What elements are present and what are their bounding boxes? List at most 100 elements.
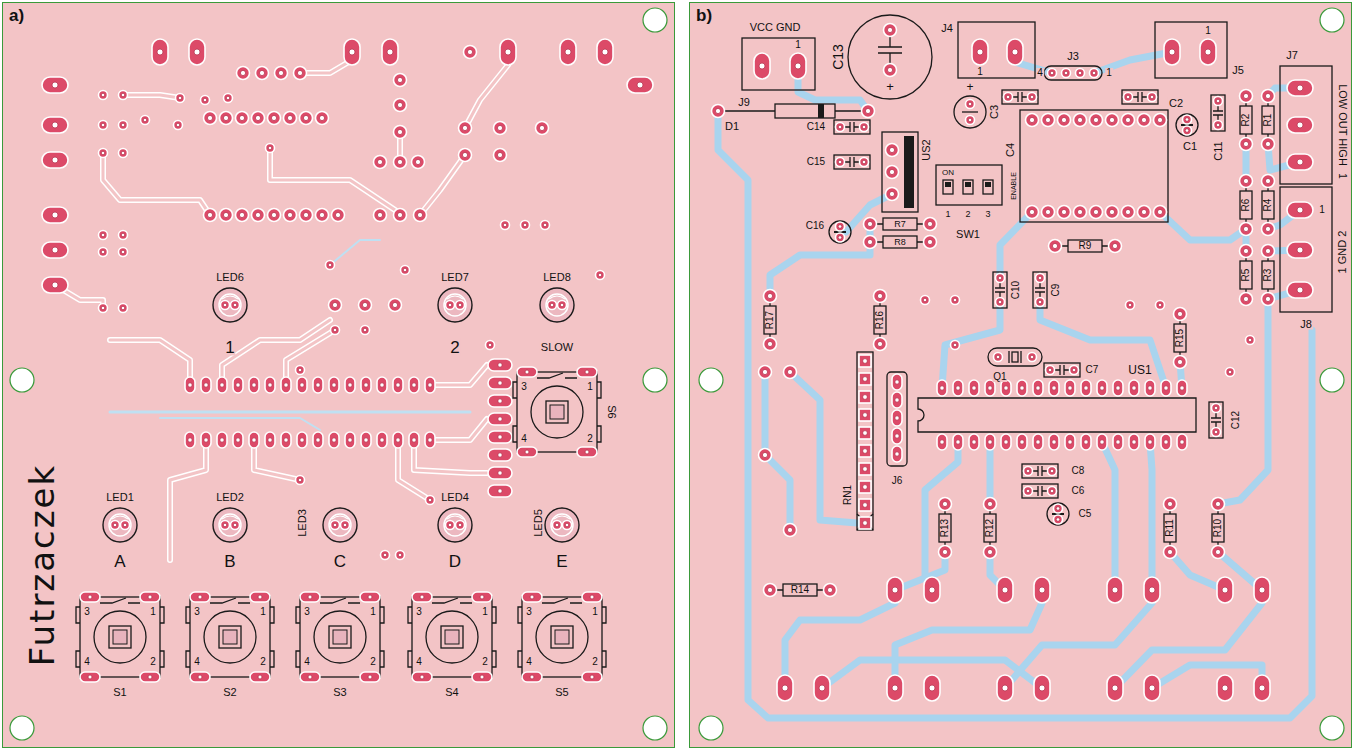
silkscreen-label: 1	[259, 607, 267, 617]
silkscreen-label: 1	[369, 607, 377, 617]
silkscreen-label: R3	[1263, 268, 1273, 283]
silkscreen-label: LED7	[440, 272, 470, 283]
silkscreen-label: 4	[415, 657, 423, 667]
silkscreen-label: C14	[806, 122, 826, 132]
silkscreen-label: C3	[989, 104, 1000, 120]
silkscreen-label: 1	[794, 40, 802, 50]
silkscreen-label: 1	[976, 67, 984, 77]
silkscreen-label: B	[223, 553, 236, 570]
silkscreen-label: 3	[525, 607, 533, 617]
silkscreen-label: R17	[765, 310, 775, 330]
silkscreen-label: R10	[1213, 518, 1223, 538]
silkscreen-label: 1	[1337, 172, 1347, 180]
silkscreen-label: 2	[149, 657, 157, 667]
silkscreen-label: 4	[193, 657, 201, 667]
silkscreen-label: J7	[1285, 50, 1299, 61]
silkscreen-label: 3	[193, 607, 201, 617]
silkscreen-label: 3	[520, 382, 528, 392]
silkscreen-label: LED8	[542, 272, 572, 283]
silkscreen-label: C11	[1213, 140, 1224, 161]
silkscreen-label: S5	[554, 687, 569, 698]
silkscreen-label: R1	[1263, 113, 1273, 128]
silkscreen-label: R4	[1263, 198, 1273, 213]
silkscreen-label: S3	[332, 687, 347, 698]
silkscreen-label: 2	[369, 657, 377, 667]
silkscreen-label: R11	[1165, 518, 1175, 538]
silkscreen-label: D	[448, 553, 462, 570]
silkscreen-label: LED6	[215, 272, 245, 283]
silkscreen-label: 2	[964, 210, 971, 219]
silkscreen-label: J5	[1231, 65, 1245, 76]
silkscreen-label: S2	[222, 687, 237, 698]
silkscreen-label: LED1	[105, 492, 135, 503]
silkscreen-label: R13	[940, 518, 950, 538]
silkscreen-label: J3	[1066, 51, 1080, 62]
silkscreen-label: C6	[1071, 486, 1086, 496]
silkscreen-label: 1	[481, 607, 489, 617]
silkscreen-label: +	[885, 80, 895, 93]
silkscreen-label: C4	[1005, 142, 1016, 158]
silkscreen-label: 2	[259, 657, 267, 667]
silkscreen-label: C	[333, 553, 347, 570]
silkscreen-label: C7	[1085, 365, 1100, 375]
silkscreen-label: 1	[591, 607, 599, 617]
silkscreen-label: SLOW	[540, 342, 574, 353]
silkscreen-label: J4	[940, 23, 954, 34]
silkscreen-label: RN1	[843, 484, 853, 506]
silkscreen-label: 3	[83, 607, 91, 617]
silkscreen-label: +	[965, 81, 974, 93]
silkscreen-label: R12	[985, 518, 995, 538]
silkscreen-label: 1	[224, 339, 235, 356]
silkscreen-label: 4	[525, 657, 533, 667]
silkscreen-label: R15	[1175, 328, 1185, 348]
silkscreen-label: VCC GND	[749, 22, 802, 33]
silkscreen-label: LED3	[297, 508, 308, 538]
silkscreen-label: J6	[891, 476, 904, 486]
silkscreen-label: A	[113, 553, 126, 570]
silkscreen-label: Futrzaczek	[25, 463, 59, 667]
silkscreen-label: ON	[941, 169, 955, 177]
silkscreen-label: R6	[1241, 198, 1251, 213]
silkscreen-label: 4	[520, 434, 528, 444]
board-panel: b)	[689, 2, 1352, 748]
silkscreen-label: C12	[1231, 410, 1241, 430]
silkscreen-label: SW1	[955, 229, 981, 240]
panel-letter: a)	[9, 7, 24, 24]
silkscreen-label: 2	[481, 657, 489, 667]
silkscreen-label: LED5	[533, 508, 544, 538]
panel-letter: b)	[696, 7, 712, 24]
silkscreen-label: E	[555, 553, 568, 570]
silkscreen-label: 4	[303, 657, 311, 667]
silkscreen-label: 4	[1036, 68, 1044, 78]
silkscreen-label: LED2	[215, 492, 245, 503]
silkscreen-label: Q1	[992, 372, 1007, 382]
silkscreen-label: 2	[449, 339, 460, 356]
silkscreen-label: S6	[606, 404, 617, 419]
silkscreen-label: R5	[1241, 268, 1251, 283]
silkscreen-label: R8	[893, 238, 907, 247]
silkscreen-label: R16	[875, 310, 885, 330]
silkscreen-label: C16	[805, 221, 825, 231]
silkscreen-label: 1	[586, 382, 594, 392]
silkscreen-label: LED4	[440, 492, 470, 503]
silkscreen-label: 3	[415, 607, 423, 617]
silkscreen-label: C5	[1078, 509, 1093, 519]
silkscreen-label: LOW OUT HIGH	[1337, 83, 1348, 167]
silkscreen-label: C10	[1011, 280, 1021, 300]
silkscreen-label: 2	[586, 434, 594, 444]
silkscreen-label: ENABLE	[1010, 171, 1017, 201]
silkscreen-label: C1	[1182, 141, 1198, 152]
silkscreen-label: 1	[149, 607, 157, 617]
silkscreen-label: C2	[1168, 98, 1184, 109]
silkscreen-label: 2	[591, 657, 599, 667]
silkscreen-label: S1	[112, 687, 127, 698]
silkscreen-label: R2	[1241, 113, 1251, 128]
silkscreen-label: 3	[984, 210, 991, 219]
silkscreen-label: C9	[1051, 283, 1061, 298]
silkscreen-label: 3	[303, 607, 311, 617]
silkscreen-label: 1	[944, 210, 951, 219]
silkscreen-label: 1	[1105, 68, 1113, 78]
silkscreen-label: R9	[1078, 241, 1093, 251]
silkscreen-label: US1	[1127, 364, 1152, 376]
silkscreen-label: R14	[790, 585, 810, 595]
